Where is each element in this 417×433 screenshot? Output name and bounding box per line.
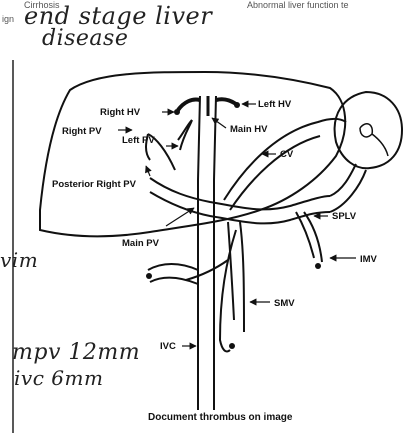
posterior-right-pv-arrow: [146, 166, 150, 176]
smv-end: [229, 343, 235, 349]
label-imv: IMV: [360, 254, 378, 265]
main-pv-arrow: [166, 208, 194, 226]
inferior-mesenteric-vein: [296, 212, 322, 262]
right-hv-end: [174, 109, 180, 115]
left-portal-vein: [178, 120, 192, 150]
label-right-hv: Right HV: [100, 107, 141, 118]
label-main-hv: Main HV: [230, 124, 268, 135]
label-splv: SPLV: [332, 211, 357, 222]
label-main-pv: Main PV: [122, 238, 160, 249]
label-posterior-right-pv: Posterior Right PV: [52, 179, 137, 190]
imv-end: [315, 263, 321, 269]
main-hv-arrow: [212, 118, 226, 128]
label-left-pv: Left PV: [122, 135, 155, 146]
side-branch-end: [146, 273, 152, 279]
label-smv: SMV: [274, 298, 295, 309]
label-ivc: IVC: [160, 341, 176, 352]
left-hepatic-vein: [216, 99, 236, 104]
superior-mesenteric-vein: [228, 222, 244, 332]
ivc-right-wall: [214, 96, 216, 410]
label-cv: CV: [280, 149, 294, 160]
right-hepatic-vein: [178, 99, 200, 110]
smv-lower-branch: [186, 230, 236, 352]
mesenteric-side-branch: [148, 264, 198, 284]
splenic-vein-to-spleen: [330, 164, 366, 212]
label-left-hv: Left HV: [258, 99, 292, 110]
label-right-pv: Right PV: [62, 126, 102, 137]
ivc-left-wall: [198, 96, 200, 410]
splenic-hilum-vessels: [360, 124, 388, 156]
left-hv-end: [234, 102, 240, 108]
diagram-caption: Document thrombus on image: [148, 412, 292, 423]
